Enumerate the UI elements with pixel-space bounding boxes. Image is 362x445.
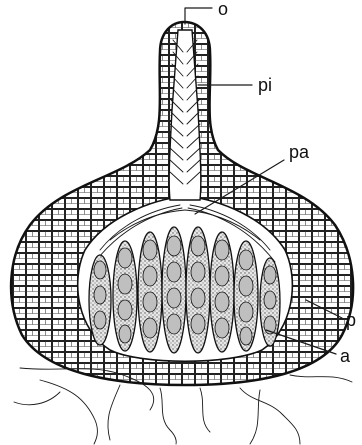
ostiole-label: o [218,0,228,19]
paraphyses-label: pa [289,142,310,162]
periphyses-label: pi [258,75,272,95]
ascus-label: a [340,346,351,366]
peridium-label: p [346,310,356,330]
